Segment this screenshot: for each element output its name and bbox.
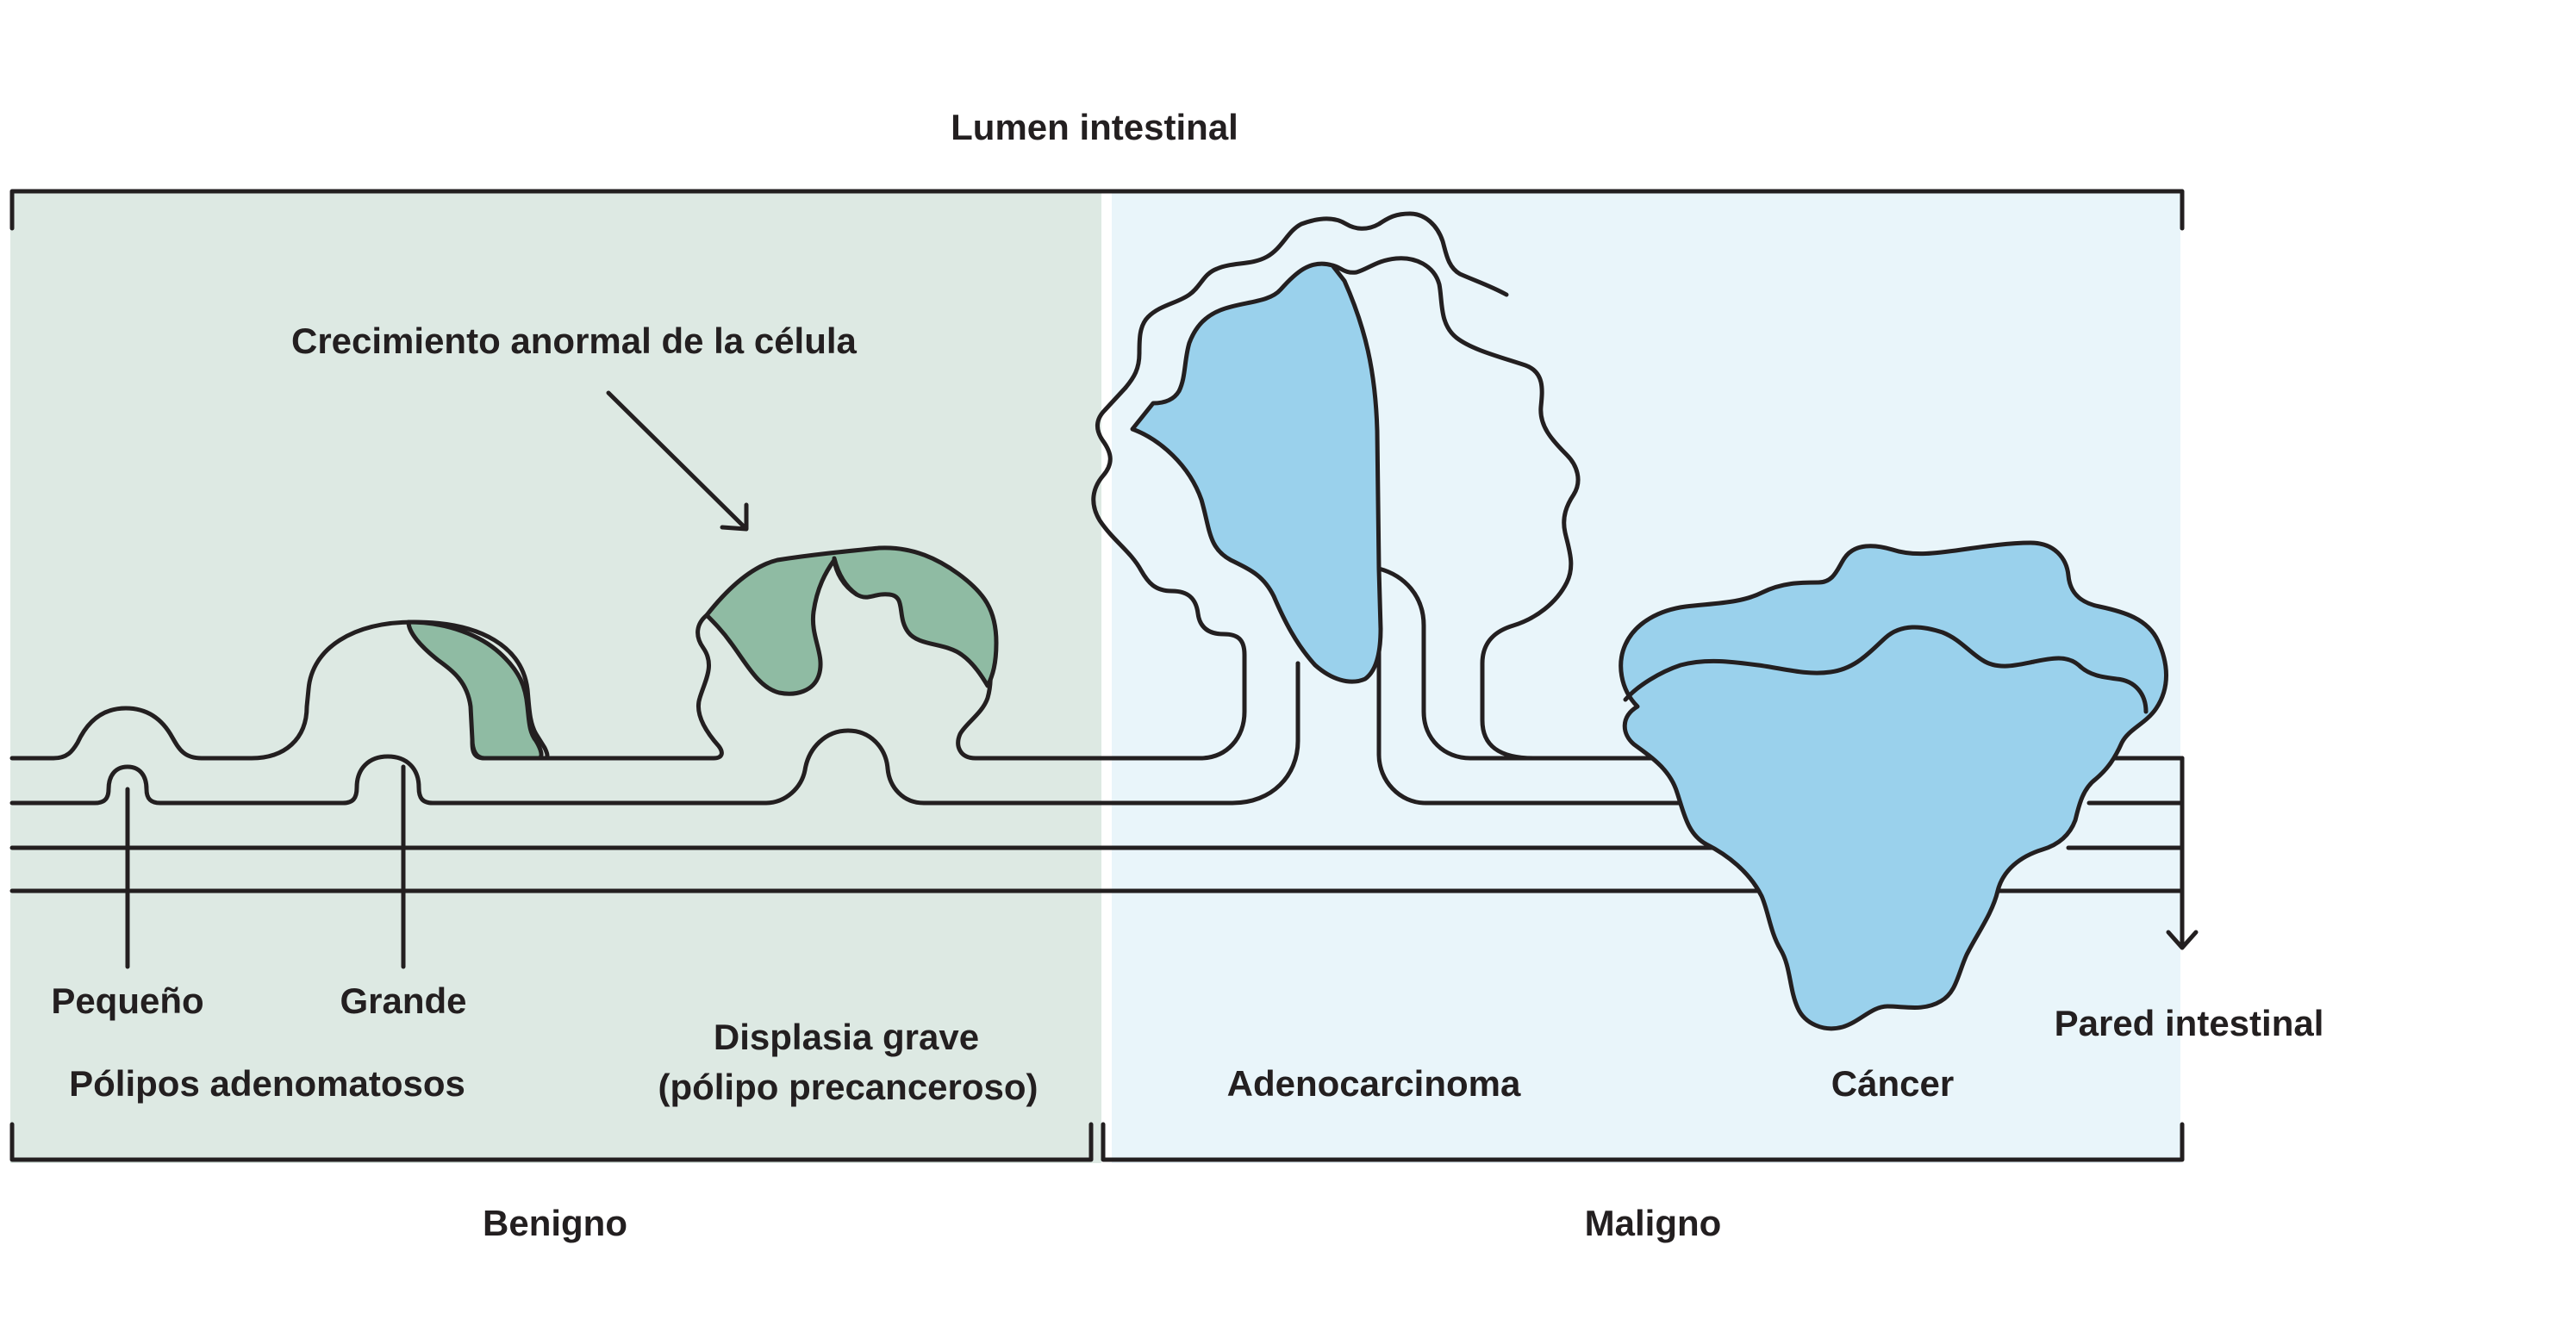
abnormal-growth-arrow xyxy=(606,390,749,532)
malignant-bracket xyxy=(1101,1122,2185,1162)
lumen-bracket xyxy=(9,189,2185,231)
benign-bracket xyxy=(9,1122,1094,1162)
large-polyp-label: Grande xyxy=(340,980,466,1021)
dysplasia-polyp-abnormal-growth xyxy=(704,545,999,696)
adenocarcinoma-outline xyxy=(1123,211,1509,390)
large-polyp-abnormal-growth xyxy=(406,619,544,761)
abnormal-growth-label: Crecimiento anormal de la célula xyxy=(291,321,858,361)
adenocarcinoma-label: Adenocarcinoma xyxy=(1227,1063,1521,1104)
intestinal-wall-layers xyxy=(9,256,2199,950)
mucosa-surface-line xyxy=(9,613,724,761)
adenocarcinoma-abnormal-growth xyxy=(1130,261,1383,684)
intestinal-wall-arrow xyxy=(2166,756,2199,950)
benign-label: Benigno xyxy=(483,1203,627,1243)
mucosa-surface-right xyxy=(989,385,1247,761)
submucosa-line-right xyxy=(1376,566,1685,806)
benign-panel xyxy=(10,191,1101,1163)
submucosa-line xyxy=(9,661,1300,806)
dysplasia-label-line2: (pólipo precanceroso) xyxy=(658,1067,1038,1107)
cancer-label: Cáncer xyxy=(1831,1063,1954,1104)
adenocarcinoma-stalk-right xyxy=(1330,256,1581,761)
intestinal-wall-label: Pared intestinal xyxy=(2055,1003,2324,1043)
lumen-label: Lumen intestinal xyxy=(951,107,1238,147)
cancer-inner-contour xyxy=(1623,625,2149,714)
dysplasia-label-line1: Displasia grave xyxy=(714,1017,979,1057)
dysplasia-polyp-divider xyxy=(832,556,859,597)
malignant-label: Maligno xyxy=(1585,1203,1722,1243)
adenomatous-polyps-label: Pólipos adenomatosos xyxy=(69,1063,465,1104)
small-polyp-label: Pequeño xyxy=(51,980,203,1021)
